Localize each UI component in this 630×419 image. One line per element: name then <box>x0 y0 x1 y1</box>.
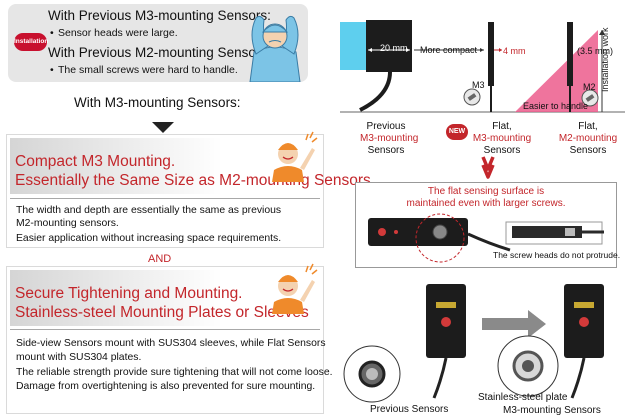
easier-to-handle-label: Easier to handle <box>523 101 589 111</box>
feature2-title-line2: Stainless-steel Mounting Plates or Sleev… <box>15 304 309 321</box>
stainless-plate-caption: Stainless-steel plate <box>478 392 568 403</box>
feature2-title-bg <box>10 270 222 326</box>
feature1-title-bg <box>10 138 222 194</box>
size-comparison-diagram <box>340 20 625 113</box>
feature1-body-line2: M2-mounting sensors. <box>16 218 119 229</box>
previous-sensors-caption: Previous Sensors <box>370 404 449 415</box>
feature-compact-box <box>6 134 324 248</box>
sensor-mounting-photos <box>343 284 604 403</box>
red-down-arrow-icon <box>481 156 495 179</box>
caption-flat-m3: Flat, M3-mounting Sensors <box>472 121 532 156</box>
previous-m2-bullet: The small screws were hard to handle. <box>50 64 238 76</box>
feature2-title-line1: Secure Tightening and Mounting. <box>15 285 243 302</box>
m3-screw-label: M3 <box>472 80 485 90</box>
more-compact-label: More compact <box>420 45 478 55</box>
down-arrow-icon <box>152 122 174 133</box>
new-badge: NEW <box>446 124 468 140</box>
feature1-body-line3: Easier application without increasing sp… <box>16 233 282 244</box>
dim-3-5mm-label: (3.5 mm) <box>577 46 613 56</box>
flat-surface-caption: The flat sensing surface is maintained e… <box>406 186 566 209</box>
feature1-divider <box>10 198 320 199</box>
flat-sensor-photo <box>368 213 604 263</box>
no-protrude-note: The screw heads do not protrude. <box>493 250 621 260</box>
previous-m3-header: With Previous M3-mounting Sensors: <box>48 8 271 23</box>
and-label: AND <box>148 253 172 265</box>
with-m3-label: With M3-mounting Sensors: <box>74 95 241 110</box>
m2-screw-label: M2 <box>583 82 596 92</box>
caption-previous-m3: Previous M3-mounting Sensors <box>360 121 419 156</box>
feature-secure-box <box>6 266 324 414</box>
feature2-body-line4: Damage from overtightening is also preve… <box>16 381 316 392</box>
feature2-divider <box>10 329 320 330</box>
previous-m2-header: With Previous M2-mounting Sensors: <box>48 45 271 60</box>
feature1-title-line2: Essentially the Same Size as M2-mounting… <box>15 172 376 189</box>
feature2-body-line3: The reliable strength provide sure tight… <box>16 367 333 378</box>
dim-20mm-label: 20 mm <box>380 43 408 53</box>
dim-4mm-label: 4 mm <box>503 46 526 56</box>
m3-sensors-caption: M3-mounting Sensors <box>503 405 601 416</box>
worried-worker-illustration <box>249 15 301 82</box>
installation-badge: Installation <box>14 33 48 51</box>
feature2-body-line2: mount with SUS304 plates. <box>16 352 142 363</box>
caption-flat-m2: Flat, M2-mounting Sensors <box>558 121 618 156</box>
feature2-body-line1: Side-view Sensors mount with SUS304 slee… <box>16 338 326 349</box>
installation-work-label: Installation work <box>600 27 610 92</box>
feature1-title-line1: Compact M3 Mounting. <box>15 153 176 170</box>
happy-worker-illustration <box>272 131 318 182</box>
previous-m3-bullet: Sensor heads were large. <box>50 27 178 39</box>
pointing-worker-illustration <box>272 263 318 314</box>
feature1-body-line1: The width and depth are essentially the … <box>16 205 282 216</box>
